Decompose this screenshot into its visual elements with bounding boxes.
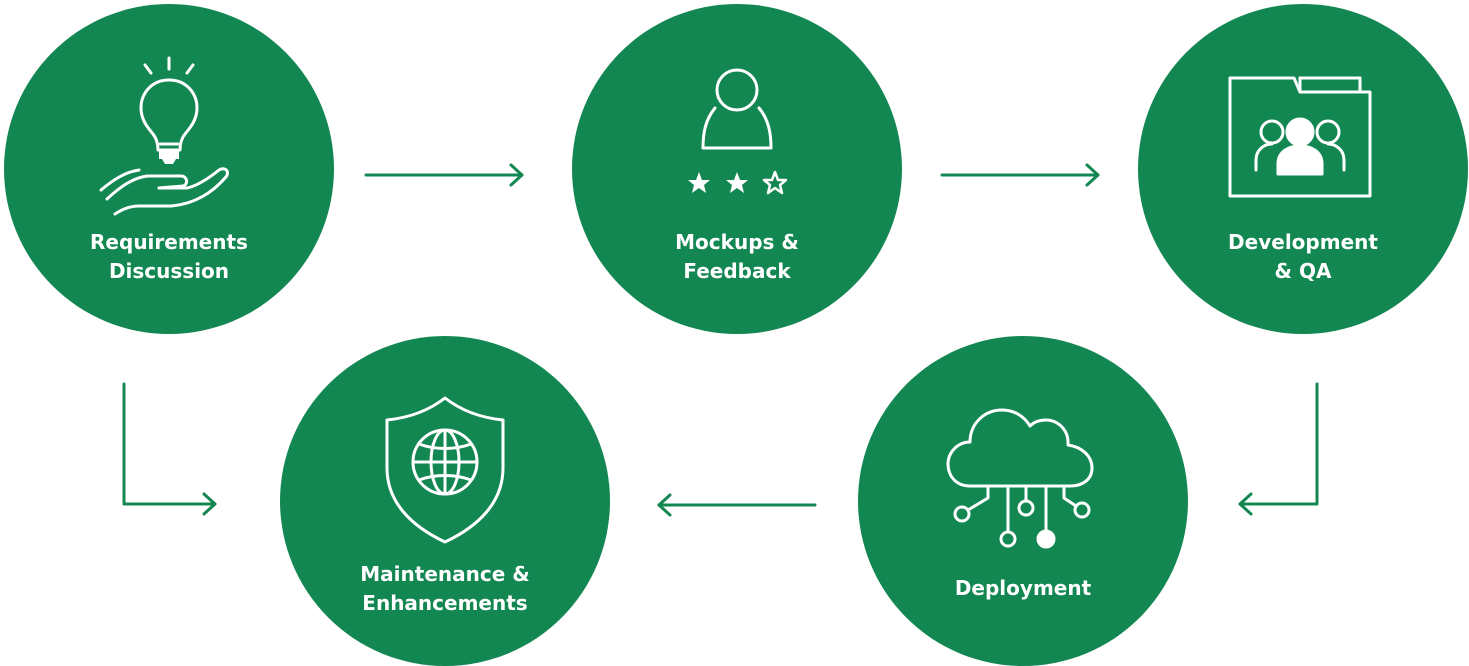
lightbulb-hand-icon (99, 54, 239, 216)
team-folder-icon (1226, 74, 1376, 204)
step-label: Development & QA (1228, 230, 1378, 283)
step-label: Deployment (954, 576, 1092, 600)
step-requirements-discussion: Requirements Discussion (4, 4, 334, 334)
step-label: Mockups & Feedback (675, 230, 799, 283)
arrow-deployment-to-maintenance (655, 490, 817, 520)
cloud-network-icon (946, 386, 1096, 551)
arrow-mockups-to-development (940, 160, 1102, 190)
step-maintenance-enhancements: Maintenance & Enhancements (280, 336, 610, 666)
step-development-qa: Development & QA (1138, 4, 1468, 334)
step-label: Requirements Discussion (90, 230, 248, 283)
step-mockups-feedback: Mockups & Feedback (572, 4, 902, 334)
step-label: Maintenance & Enhancements (360, 562, 530, 615)
arrow-development-to-deployment (1233, 382, 1323, 522)
arrow-requirements-to-mockups (364, 160, 526, 190)
shield-globe-icon (383, 396, 507, 546)
user-rating-icon (677, 64, 797, 204)
arrow-requirements-to-maintenance (121, 382, 221, 522)
step-deployment: Deployment (858, 336, 1188, 666)
